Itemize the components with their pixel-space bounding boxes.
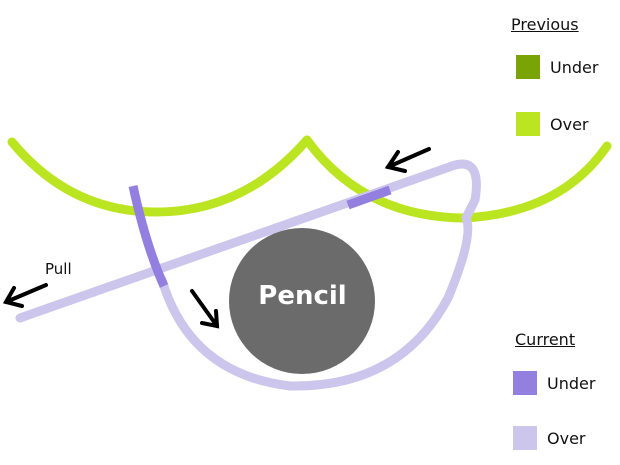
current-loop-under-left bbox=[128, 185, 169, 288]
legend-current-over-swatch bbox=[513, 426, 537, 450]
legend-current-under: Under bbox=[513, 371, 595, 395]
current-yarn-pull-strand bbox=[15, 159, 481, 323]
previous-loop-left bbox=[7, 135, 312, 217]
current-loop-over bbox=[157, 213, 473, 391]
legend-previous-over-swatch bbox=[516, 112, 540, 136]
arrow-icon-pencil bbox=[190, 289, 220, 329]
legend-previous-under-label: Under bbox=[550, 57, 599, 77]
legend-previous-over: Over bbox=[516, 112, 588, 136]
pull-label: Pull bbox=[45, 260, 72, 278]
legend-previous-under: Under bbox=[516, 55, 598, 79]
current-yarn-under-right bbox=[346, 185, 392, 210]
legend-current-over: Over bbox=[513, 426, 585, 450]
arrow-icon-pull bbox=[2, 283, 48, 308]
legend-previous-under-swatch bbox=[516, 55, 540, 79]
legend-previous-heading: Previous bbox=[511, 15, 579, 34]
pencil-label: Pencil bbox=[258, 281, 347, 311]
legend-previous-over-label: Over bbox=[550, 114, 589, 134]
legend-current-over-label: Over bbox=[547, 428, 586, 448]
pencil-circle bbox=[229, 228, 375, 374]
legend-current-heading: Current bbox=[515, 330, 576, 349]
arrow-icon-top-right bbox=[384, 147, 431, 173]
legend-current-under-label: Under bbox=[547, 373, 596, 393]
legend-current-under-swatch bbox=[513, 371, 537, 395]
